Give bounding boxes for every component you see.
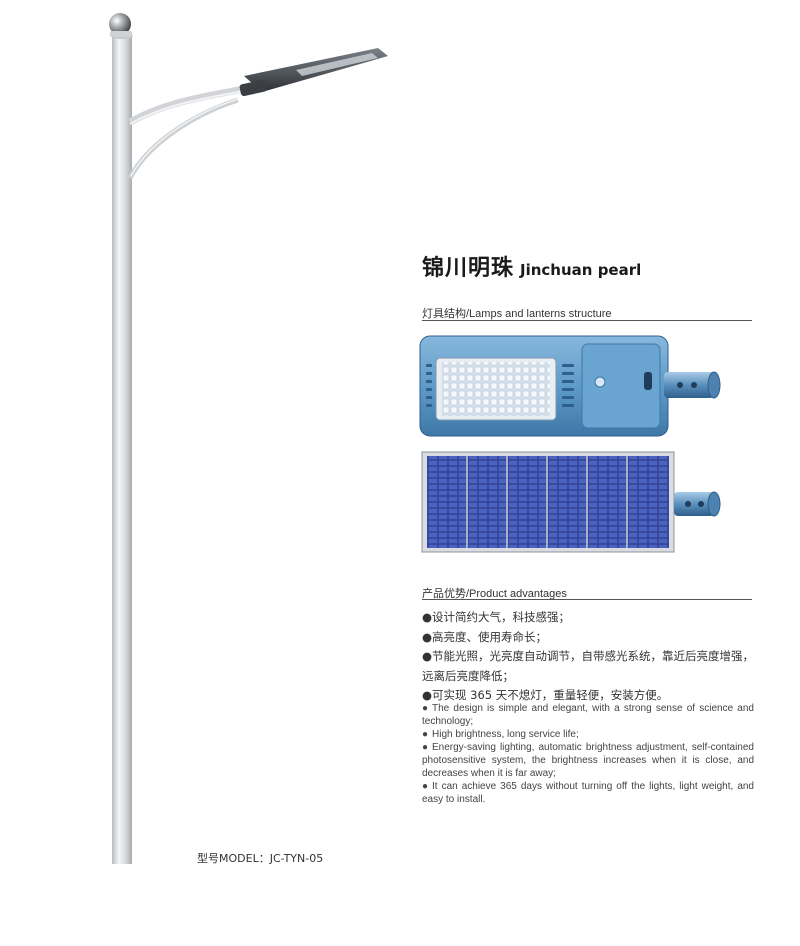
bullet-icon: ● — [422, 781, 429, 792]
product-title: 锦川明珠 Jinchuan pearl — [422, 250, 641, 282]
advantages-cn-list: ●设计简约大气，科技感强； ●高亮度、使用寿命长； ●节能光照，光亮度自动调节，… — [422, 608, 754, 706]
solar-panel-illustration — [421, 451, 721, 553]
bullet-icon: ● — [422, 703, 429, 714]
lamp-body-illustration — [419, 335, 721, 437]
list-item: ●可实现 365 天不熄灯，重量轻便，安装方便。 — [422, 686, 754, 706]
list-item: ●节能光照，光亮度自动调节，自带感光系统，靠近后亮度增强，远离后亮度降低； — [422, 649, 754, 683]
bullet-icon: ● — [422, 629, 433, 644]
product-title-cn: 锦川明珠 — [422, 256, 515, 281]
bullet-icon: ● — [422, 610, 433, 624]
list-item: ●High brightness, long service life; — [422, 729, 579, 740]
street-light-pole-illustration — [109, 13, 388, 864]
structure-divider — [422, 320, 752, 321]
lamp-structure-illustration — [419, 335, 721, 553]
structure-heading: 灯具结构/Lamps and lanterns structure — [422, 308, 612, 320]
list-item: ●The design is simple and elegant, with … — [422, 703, 754, 727]
list-item: ●高亮度、使用寿命长； — [422, 628, 754, 648]
product-title-en: Jinchuan pearl — [520, 261, 642, 279]
bullet-icon: ● — [422, 649, 433, 663]
bullet-icon: ● — [422, 688, 433, 702]
bullet-icon: ● — [422, 742, 429, 753]
advantages-divider — [422, 599, 752, 600]
bullet-icon: ● — [422, 729, 429, 740]
list-item: ●Energy-saving lighting, automatic brigh… — [422, 742, 754, 779]
advantages-heading: 产品优势/Product advantages — [422, 588, 567, 600]
advantages-en-list: ●The design is simple and elegant, with … — [422, 702, 754, 806]
model-number: 型号MODEL：JC-TYN-05 — [197, 852, 324, 865]
list-item: ●设计简约大气，科技感强； — [422, 608, 754, 628]
list-item: ●It can achieve 365 days without turning… — [422, 781, 754, 805]
